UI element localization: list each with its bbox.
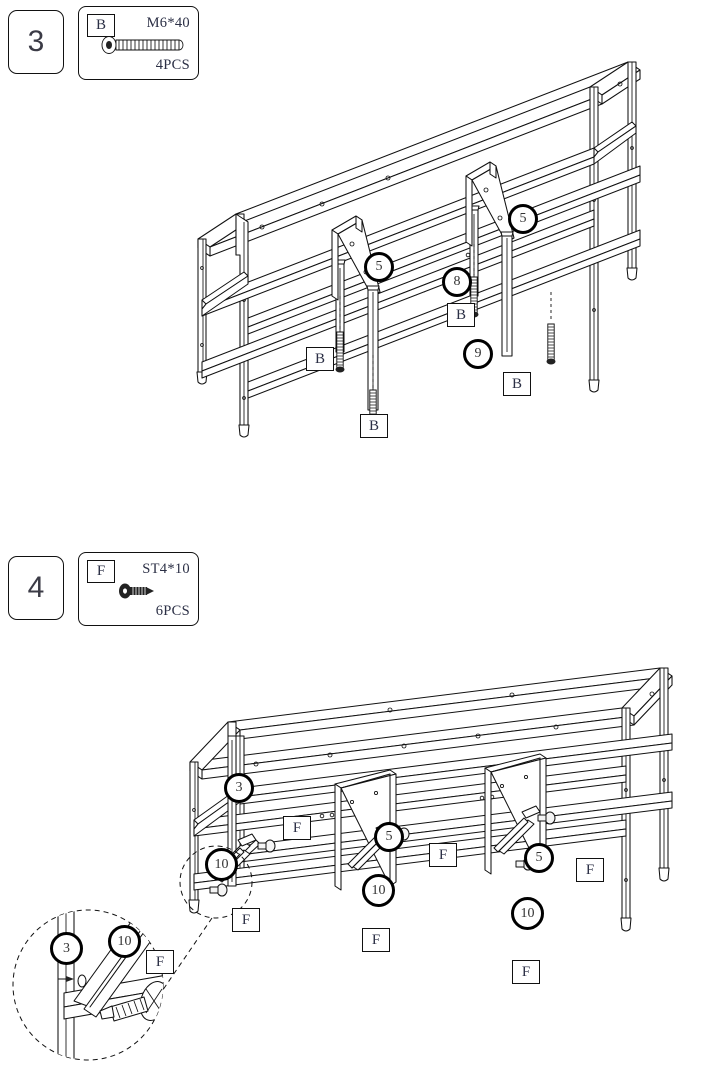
part-label-b-1: B bbox=[306, 347, 334, 371]
callout-5-right: 5 bbox=[508, 204, 538, 234]
hardware-qty-f: 6PCS bbox=[155, 603, 190, 619]
frame2-panel-center bbox=[334, 769, 397, 891]
divider-post-right-lower bbox=[500, 231, 514, 357]
step-4-assembly-drawing bbox=[155, 667, 673, 1001]
part-label-f-2: F bbox=[429, 843, 457, 867]
part-label-f-6: F bbox=[512, 960, 540, 984]
callout-10-left: 10 bbox=[205, 848, 238, 881]
screw-f-diagram-5 bbox=[537, 811, 556, 825]
hex-socket-bolt-icon bbox=[101, 36, 184, 54]
hardware-tag-f: F bbox=[87, 560, 115, 583]
bracket-right bbox=[465, 161, 515, 247]
screw-f-diagram-2 bbox=[209, 883, 228, 897]
callout-5-right-step4: 5 bbox=[524, 843, 554, 873]
divider-post-left-lower bbox=[366, 285, 380, 411]
step-3-number-box: 3 bbox=[8, 10, 64, 74]
hardware-code-b: M6*40 bbox=[146, 15, 190, 31]
screw-f-diagram-1 bbox=[257, 839, 276, 853]
hardware-code-f: ST4*10 bbox=[142, 561, 190, 577]
callout-3-step4: 3 bbox=[224, 773, 254, 803]
part-label-b-2: B bbox=[360, 414, 388, 438]
callout-9: 9 bbox=[463, 339, 493, 369]
step-3-number: 3 bbox=[27, 25, 45, 58]
frame-leg-back-right bbox=[626, 61, 638, 281]
detail-leader-line bbox=[155, 917, 213, 1001]
part-label-f-3: F bbox=[576, 858, 604, 882]
part-label-f-4: F bbox=[232, 908, 260, 932]
bolt-b-4 bbox=[546, 292, 556, 365]
part-label-f-detail: F bbox=[146, 950, 174, 974]
diagonal-brace-right-10 bbox=[493, 805, 541, 855]
hardware-qty-b: 4PCS bbox=[155, 57, 190, 73]
detail-zoom-circle-marker bbox=[179, 845, 253, 919]
part-label-f-1: F bbox=[283, 816, 311, 840]
instruction-page: 3 B M6*40 4PCS bbox=[8, 6, 673, 1061]
step-4-number-box: 4 bbox=[8, 556, 64, 620]
frame-leg-front-right bbox=[588, 86, 600, 393]
callout-10-center: 10 bbox=[362, 874, 395, 907]
frame-leg-back-left bbox=[235, 213, 250, 438]
step-4-hardware-box: F ST4*10 6PCS bbox=[78, 552, 199, 626]
step-4-number: 4 bbox=[27, 571, 45, 604]
callout-3-detail: 3 bbox=[50, 932, 83, 965]
part-label-b-4: B bbox=[503, 372, 531, 396]
callout-10-detail: 10 bbox=[108, 925, 141, 958]
frame2-panel-right bbox=[484, 753, 547, 875]
frame2-leg-back-right bbox=[658, 667, 670, 882]
callout-5-center-step4: 5 bbox=[374, 822, 404, 852]
callout-8: 8 bbox=[442, 267, 472, 297]
frame-right-mid-rail bbox=[593, 121, 637, 165]
self-tapping-screw-icon bbox=[119, 583, 154, 599]
callout-10-right: 10 bbox=[511, 897, 544, 930]
callout-5-left: 5 bbox=[364, 252, 394, 282]
step-3-assembly-drawing bbox=[196, 61, 641, 438]
frame-left-mid-rail bbox=[201, 271, 249, 317]
detail-magnified-view bbox=[12, 909, 164, 1061]
step-3-hardware-box: B M6*40 4PCS bbox=[78, 6, 199, 80]
hardware-tag-b: B bbox=[87, 14, 115, 37]
part-label-b-3: B bbox=[447, 303, 475, 327]
bolt-b-1 bbox=[335, 296, 345, 373]
part-label-f-5: F bbox=[362, 928, 390, 952]
